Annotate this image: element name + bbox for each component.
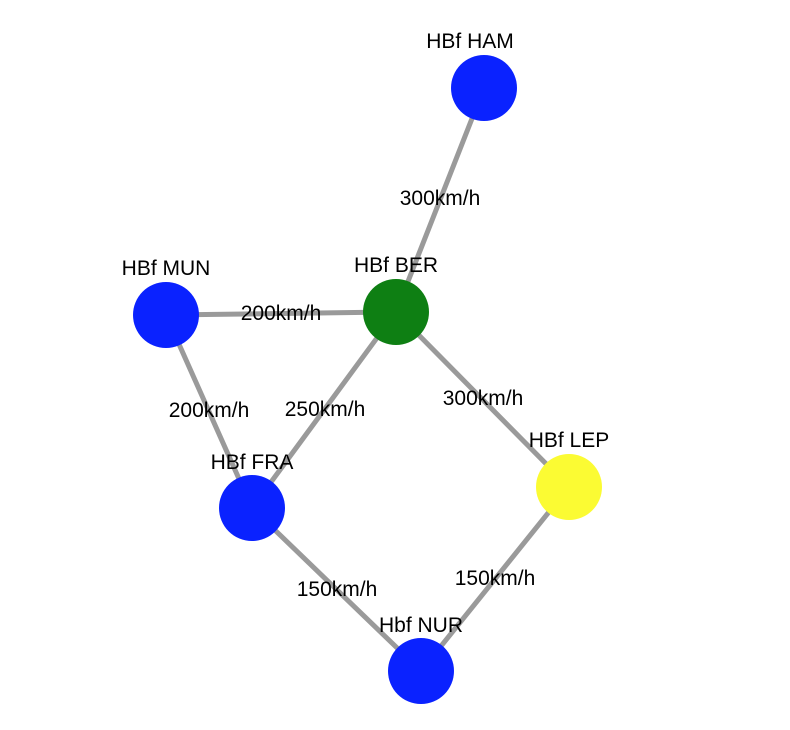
edge-label-lep-nur: 150km/h: [455, 567, 536, 590]
edges-layer: [163, 85, 572, 674]
edge-mun-ber[interactable]: [163, 309, 399, 318]
edge-label-ber-lep: 300km/h: [443, 387, 524, 410]
node-mun[interactable]: [133, 282, 199, 348]
edge-mun-fra[interactable]: [163, 312, 255, 511]
node-labels-layer: HBf HAM HBf MUN HBf BER HBf FRA HBf LEP …: [122, 30, 610, 637]
edge-fra-nur[interactable]: [249, 505, 424, 674]
edge-label-ham-ber: 300km/h: [400, 187, 481, 210]
node-label-fra: HBf FRA: [211, 451, 294, 474]
node-lep[interactable]: [536, 454, 602, 520]
node-label-nur: Hbf NUR: [379, 614, 463, 637]
edge-ber-fra[interactable]: [249, 309, 399, 511]
node-label-ham: HBf HAM: [426, 30, 514, 53]
edge-label-mun-ber: 200km/h: [241, 302, 322, 325]
edge-ber-lep[interactable]: [393, 309, 572, 490]
node-label-ber: HBf BER: [354, 254, 438, 277]
edge-label-ber-fra: 250km/h: [285, 398, 366, 421]
node-nur[interactable]: [388, 638, 454, 704]
edge-label-fra-nur: 150km/h: [297, 578, 378, 601]
edge-lep-nur[interactable]: [418, 484, 572, 674]
nodes-layer: [133, 55, 602, 704]
node-ham[interactable]: [451, 55, 517, 121]
node-label-mun: HBf MUN: [122, 257, 211, 280]
node-ber[interactable]: [363, 279, 429, 345]
node-label-lep: HBf LEP: [529, 429, 610, 452]
node-fra[interactable]: [219, 475, 285, 541]
edge-label-mun-fra: 200km/h: [169, 399, 250, 422]
edge-labels-layer: 300km/h 200km/h 200km/h 250km/h 300km/h …: [169, 187, 536, 601]
edge-ham-ber[interactable]: [393, 85, 487, 315]
